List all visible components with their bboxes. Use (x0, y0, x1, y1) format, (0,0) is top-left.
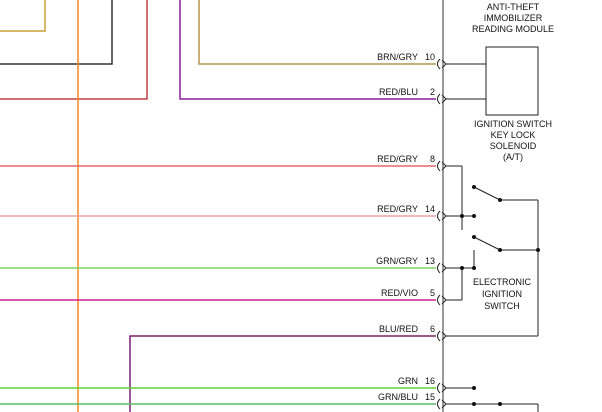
solenoid-label-line-2: KEY LOCK (491, 130, 536, 140)
wire-0 (198, 0, 436, 65)
wire-label-5: RED/VIO (381, 288, 418, 298)
solenoid-label-line-1: IGNITION SWITCH (474, 119, 552, 129)
wire-label-0: BRN/GRY (377, 52, 418, 62)
wire-red-upper (0, 0, 148, 100)
connector-pin-2 (437, 160, 447, 172)
switch-contact-dots (460, 185, 540, 406)
connector-pin-5 (437, 294, 447, 306)
wire-label-2: RED/GRY (377, 154, 418, 164)
connector-pin-8 (437, 398, 447, 410)
connector-pin-6 (437, 330, 447, 342)
pin-number-1: 2 (430, 87, 435, 97)
connector-pin-7 (437, 382, 447, 394)
module-title-line-3: READING MODULE (472, 24, 554, 34)
pin-number-4: 13 (425, 256, 435, 266)
wire-label-4: GRN/GRY (376, 256, 418, 266)
pin-number-6: 6 (430, 324, 435, 334)
pin-number-8: 15 (425, 392, 435, 402)
solenoid-box (485, 46, 539, 116)
pin-number-7: 16 (425, 376, 435, 386)
wire-label-8: GRN/BLU (378, 392, 418, 402)
wire-label-6: BLU/RED (379, 324, 419, 334)
ignition-switch-schematic (446, 165, 539, 412)
connector-pin-3 (437, 210, 447, 222)
solenoid-label-line-4: (A/T) (503, 152, 523, 162)
pin-number-0: 10 (425, 52, 435, 62)
wire-6 (129, 335, 436, 412)
wire-label-7: GRN (398, 376, 418, 386)
switch-label-line-1: ELECTRONIC (473, 277, 532, 287)
solenoid-label-line-3: SOLENOID (490, 141, 537, 151)
pin-number-5: 5 (430, 288, 435, 298)
connector-pin-0 (437, 58, 447, 70)
switch-label-line-3: SWITCH (484, 301, 520, 311)
pin-number-3: 14 (425, 204, 435, 214)
wire-dark-upper (0, 0, 113, 65)
wire-1 (179, 0, 436, 100)
wire-label-1: RED/BLU (379, 87, 418, 97)
wire-label-3: RED/GRY (377, 204, 418, 214)
pin-number-2: 8 (430, 154, 435, 164)
connector-pin-4 (437, 262, 447, 274)
switch-label-line-2: IGNITION (482, 289, 522, 299)
wire-tan-upper (0, 0, 46, 32)
connector-pin-1 (437, 93, 447, 105)
module-title-line-2: IMMOBILIZER (484, 13, 543, 23)
module-title-line-1: ANTI-THEFT (487, 2, 540, 12)
